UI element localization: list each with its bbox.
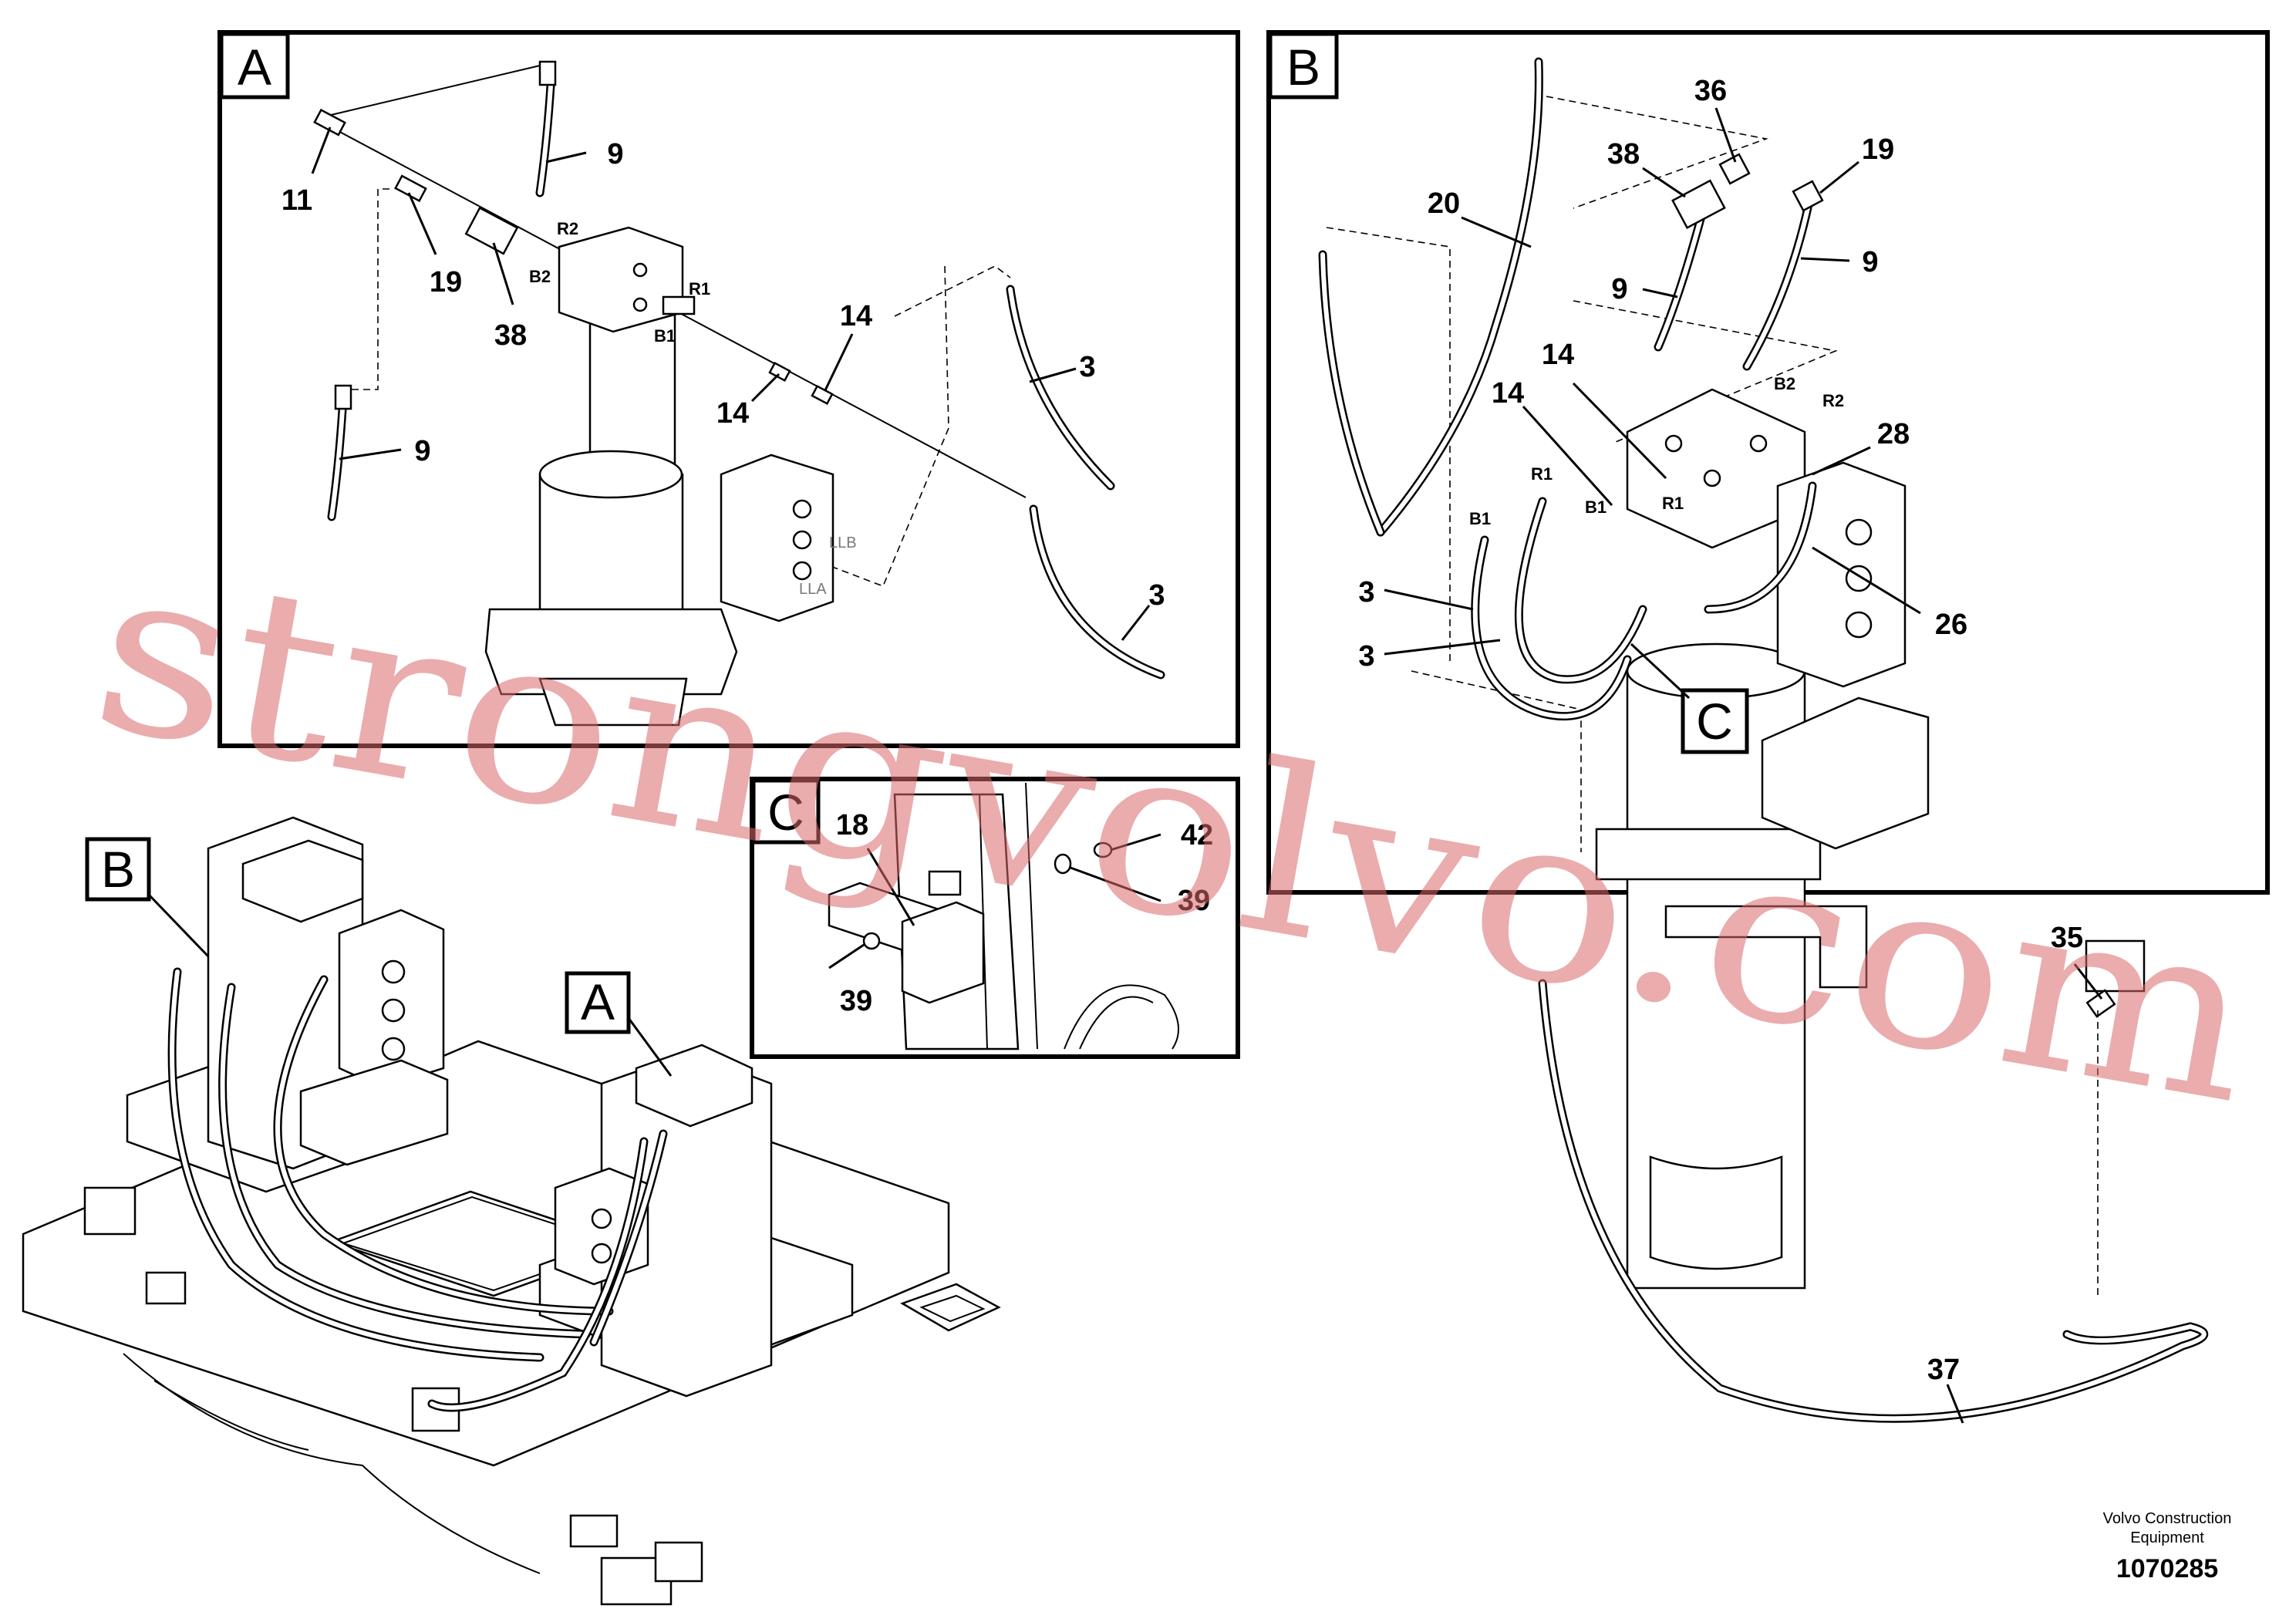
callout-37: 37 [1927,1354,1960,1386]
callout-28: 28 [1877,418,1910,450]
panel-a-letter: A [238,39,271,96]
panel-c-letter: C [767,784,804,841]
callout-9-top: 9 [607,138,623,170]
brand-line-1: Volvo Construction [2103,1510,2232,1527]
port-label-b1: B1 [654,326,676,346]
machine-overview: B A [22,816,1001,1606]
detail-panel-c: C 18 42 39 39 [750,777,1240,1059]
callout-3-lower: 3 [1358,640,1374,673]
panel-a-drawing: R2 B2 R1 B1 LLB LLA [313,60,1165,727]
callout-36: 36 [1694,75,1727,107]
port-label-r2: R2 [557,219,578,238]
callout-3-lower: 3 [1148,579,1165,612]
callout-14-upper: 14 [840,300,872,332]
callout-38: 38 [494,319,527,352]
title-block: Volvo Construction Equipment 1070285 [2103,1510,2232,1583]
callout-38: 38 [1607,138,1640,170]
callout-35: 35 [2051,922,2083,954]
detail-panel-a: A [217,30,1240,748]
callout-11: 11 [282,184,312,217]
callout-39-right: 39 [1178,885,1210,917]
overview-marker-b [85,837,151,902]
callout-42: 42 [1181,819,1213,851]
overview-marker-a [565,971,631,1034]
callout-26: 26 [1935,609,1967,641]
panel-b-callouts: 36 38 19 20 9 9 14 14 28 3 3 26 35 [1358,75,2103,1424]
panel-c-callouts: 18 42 39 39 [828,809,1213,1017]
panel-b-detail-c-letter: C [1696,693,1733,750]
port-label-b2: B2 [529,267,551,286]
drawing-number: 1070285 [2116,1554,2218,1583]
callout-20: 20 [1428,187,1460,220]
panel-c-frame [750,777,1240,1059]
valve-label-llb: LLB [829,534,857,551]
callout-3-upper: 3 [1079,351,1095,383]
callout-19: 19 [430,266,462,298]
panel-b-tag [1268,32,1339,99]
overview-marker-b-letter: B [101,841,135,898]
callout-14-right: 14 [1542,339,1574,371]
callout-39-left: 39 [840,985,872,1017]
callout-9-left: 9 [414,435,430,467]
callout-14-left: 14 [1492,377,1524,410]
panel-a-frame [217,30,1240,748]
callout-9-left: 9 [1611,273,1627,305]
port-label-b1-b: B1 [1469,509,1491,528]
panel-a-tag [219,32,290,99]
callout-14-lower: 14 [716,397,749,430]
panel-b-drawing: B2 R2 R1 B1 R1 B1 C [1318,57,2209,1423]
panel-a-callouts: 11 9 19 38 9 14 14 3 3 [282,126,1165,641]
callout-18: 18 [836,809,868,841]
panel-c-drawing [828,782,1179,1050]
port-label-r1: R1 [689,279,710,298]
panel-b-detail-c-marker [1681,688,1749,754]
callout-9-right: 9 [1862,246,1878,278]
overview-marker-a-letter: A [581,973,615,1030]
detail-panel-b: B [1266,30,2270,1424]
brand-line-2: Equipment [2130,1529,2204,1546]
callout-19: 19 [1862,133,1894,166]
port-label-r1-a: R1 [1662,494,1684,513]
panel-b-letter: B [1286,39,1320,96]
port-label-r2: R2 [1822,391,1844,410]
port-label-b1-a: B1 [1585,497,1607,517]
port-label-b2: B2 [1774,374,1795,393]
port-label-r1-b: R1 [1531,464,1553,484]
valve-label-lla: LLA [799,581,827,598]
panel-c-tag [751,778,821,845]
callout-3-upper: 3 [1358,576,1374,609]
